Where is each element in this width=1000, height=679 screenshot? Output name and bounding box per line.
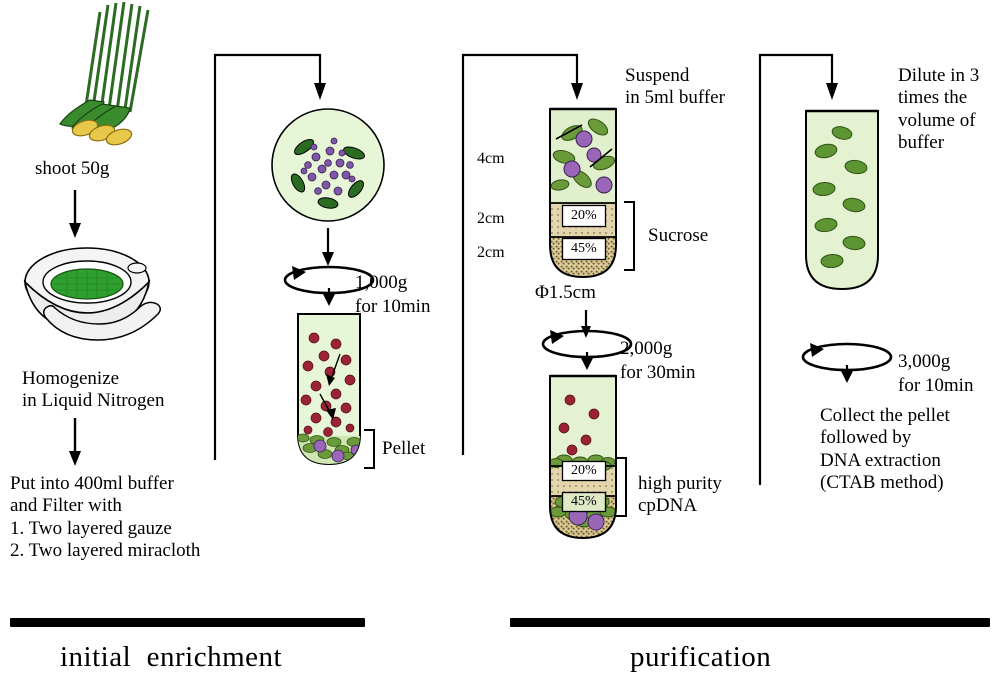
tube-after-2000g [520, 370, 660, 550]
collect-pellet-label: Collect the pellet followed by DNA extra… [820, 405, 950, 494]
sucrose-20-box [561, 204, 607, 232]
spin-2000g-label: 2,000g [620, 338, 673, 359]
pellet-label: Pellet [382, 438, 426, 459]
spin-1000g-time: for 10min [355, 296, 431, 317]
sucrose-bracket-label: Sucrose [648, 225, 709, 246]
suspend-label: Suspend in 5ml buffer [625, 65, 725, 109]
sucrose-20-label: 20% [571, 208, 597, 223]
tube-diameter-label: Φ1.5cm [535, 282, 596, 303]
spin-2000g-time: for 30min [620, 362, 696, 383]
high-purity-cpdna-label: high purity cpDNA [638, 473, 722, 517]
centrifuge-icon-1000g [272, 258, 387, 306]
stage-label-initial: initial enrichment [60, 641, 283, 673]
layer-2cm-lower-label: 2cm [477, 244, 505, 261]
spin-3000g-label: 3,000g [898, 351, 951, 372]
spin-3000g-time: for 10min [898, 375, 974, 396]
dilute-label: Dilute in 3 times the volume of buffer [898, 65, 980, 154]
homogenate-circle [268, 105, 388, 225]
connector-col2-to-col3 [455, 45, 595, 465]
connector-col1-to-col2 [210, 45, 340, 470]
centrifuge-icon-2000g [530, 322, 645, 370]
high-purity-bracket [614, 456, 632, 523]
band-45-box [561, 491, 607, 517]
tube-diluted [780, 105, 910, 300]
band-20-box [561, 460, 607, 486]
shoot-label: shoot 50g [35, 158, 110, 179]
layer-4cm-label: 4cm [477, 150, 505, 167]
arrow-mortar-to-filter [60, 418, 90, 471]
connector-col3-to-col4 [700, 45, 850, 495]
arrow-circle-to-spin-1 [313, 228, 343, 271]
tube-after-1000g [270, 308, 390, 473]
sucrose-45-box [561, 237, 607, 265]
mortar-pestle-illustration [15, 230, 190, 350]
stage-banner-initial [10, 618, 365, 627]
spin-1000g-label: 1,000g [355, 272, 408, 293]
layer-2cm-upper-label: 2cm [477, 210, 505, 227]
pellet-bracket [362, 428, 380, 475]
shoot-illustration [30, 0, 200, 146]
centrifuge-icon-3000g [790, 335, 905, 383]
arrow-shoot-to-mortar [60, 190, 90, 243]
band-20-label: 20% [571, 463, 597, 478]
stage-banner-purification [510, 618, 990, 627]
sucrose-bracket [622, 200, 640, 277]
band-45-label: 45% [571, 494, 597, 509]
sucrose-45-label: 45% [571, 241, 597, 256]
filter-label: Put into 400ml buffer and Filter with 1.… [10, 473, 201, 562]
homogenize-label: Homogenize in Liquid Nitrogen [22, 368, 165, 412]
stage-label-purification: purification [630, 641, 772, 673]
